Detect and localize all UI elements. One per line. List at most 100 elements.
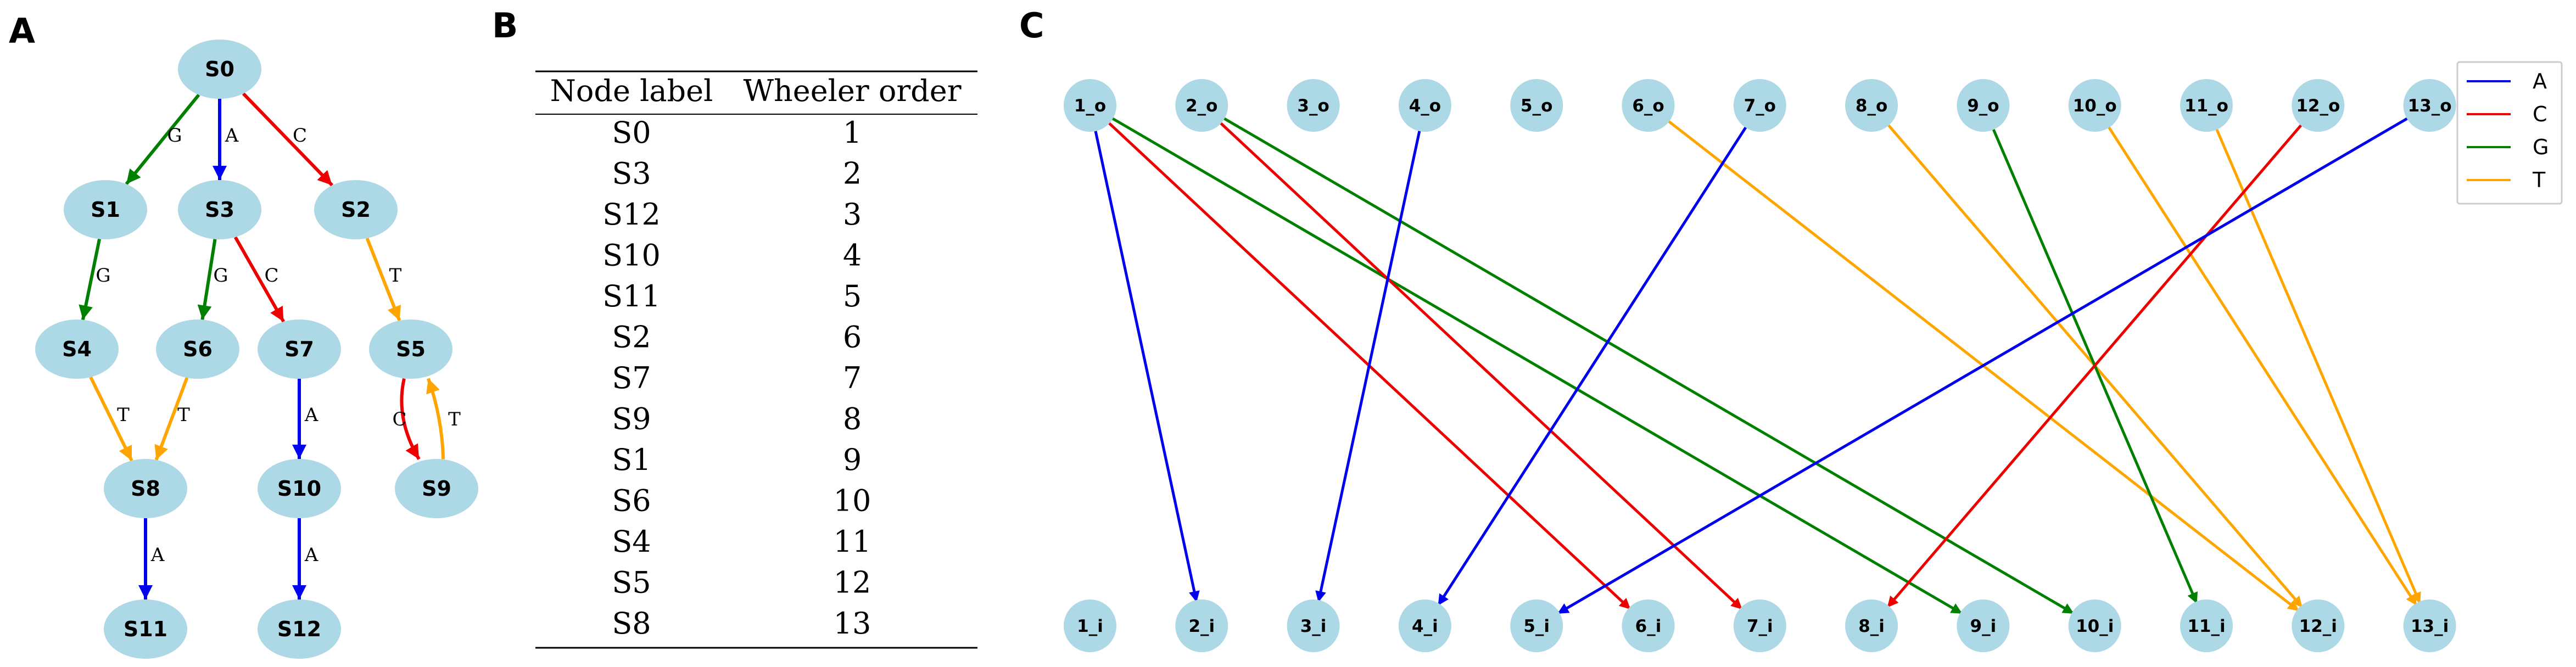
bipartite-node-shape (1287, 79, 1340, 132)
bipartite-node-label: 11_o (2184, 96, 2228, 116)
tree-edge-label: C (293, 125, 307, 147)
tree-edge-line (426, 378, 445, 459)
tree-node-label: S11 (124, 617, 167, 641)
tree-edge-s0-s1: G (125, 93, 200, 186)
tree-edge-label: A (304, 544, 318, 566)
table-cell-node-label: S11 (602, 279, 661, 313)
bipartite-edge-13o-5i (1556, 116, 2410, 615)
legend-entry-a: A (2467, 69, 2547, 93)
tree-edge-label: G (213, 265, 228, 287)
tree-edge-s7-s10: A (292, 379, 318, 459)
tree-node-label: S0 (205, 57, 234, 81)
bipartite-node-shape (1398, 599, 1451, 652)
bipartite-node-6-i: 6_i (1622, 599, 1675, 652)
table-cell-wheeler-order: 7 (843, 361, 862, 395)
tree-node-shape (258, 459, 341, 518)
bipartite-node-label: 10_i (2076, 616, 2114, 636)
tree-edge-s3-s6: G (197, 239, 228, 320)
table-cell-wheeler-order: 5 (843, 279, 862, 313)
tree-node-label: S1 (91, 198, 120, 222)
bipartite-node-5-o: 5_o (1510, 79, 1563, 132)
tree-edge-line (79, 238, 101, 321)
bipartite-node-shape (1287, 599, 1340, 652)
tree-edge-s3-s7: C (233, 236, 286, 323)
tree-edge-s6-s8: T (154, 377, 190, 461)
table-cell-node-label: S2 (612, 320, 651, 355)
bipartite-node-shape (2068, 79, 2121, 132)
bipartite-node-shape (1064, 599, 1116, 652)
bipartite-node-shape (1175, 79, 1228, 132)
bipartite-node-shape (2068, 599, 2121, 652)
table-cell-node-label: S1 (612, 442, 651, 477)
bipartite-node-4-o: 4_o (1398, 79, 1451, 132)
bipartite-edge-1o-9i (1110, 116, 1963, 615)
tree-node-label: S2 (341, 198, 371, 222)
legend-box (2456, 61, 2563, 205)
tree-node-s0: S0 (178, 40, 261, 99)
tree-edge-s9-s5: T (426, 378, 461, 459)
bipartite-node-shape (1510, 599, 1563, 652)
bipartite-node-12-o: 12_o (2292, 79, 2345, 132)
bipartite-node-shape (2292, 599, 2345, 652)
bipartite-node-label: 5_o (1521, 96, 1552, 116)
table-cell-node-label: S10 (602, 238, 661, 273)
tree-edge-line (400, 378, 421, 460)
tree-node-shape (178, 40, 261, 99)
bipartite-node-12-i: 12_i (2292, 599, 2345, 652)
table-row: S4 11 (612, 524, 871, 559)
bipartite-node-1-i: 1_i (1064, 599, 1116, 652)
bipartite-edge-11o-13i (2215, 127, 2422, 604)
tree-edge-line (365, 237, 401, 322)
tree-edge-label: G (167, 125, 182, 147)
tree-node-label: S9 (422, 477, 451, 501)
bipartite-node-4-i: 4_i (1398, 599, 1451, 652)
bipartite-node-label: 13_o (2408, 96, 2452, 116)
table-header-wheeler-order: Wheeler order (743, 74, 961, 108)
tree-node-shape (314, 180, 398, 239)
bipartite-node-shape (2403, 79, 2456, 132)
bipartite-node-label: 6_o (1632, 96, 1664, 116)
tree-node-shape (104, 599, 187, 659)
table-cell-node-label: S8 (612, 606, 651, 641)
bipartite-node-label: 9_i (1970, 616, 1997, 636)
bipartite-node-11-i: 11_i (2180, 599, 2233, 652)
tree-node-s4: S4 (35, 320, 119, 379)
legend-entry-t: T (2467, 168, 2546, 192)
bipartite-edge-2o-7i (1218, 121, 1744, 610)
bipartite-node-1-o: 1_o (1064, 79, 1116, 132)
tree-edge-label: T (177, 404, 190, 426)
tree-node-shape (156, 320, 239, 379)
table-cell-node-label: S9 (612, 402, 651, 436)
tree-node-shape (64, 180, 147, 239)
bipartite-node-shape (1064, 79, 1116, 132)
tree-node-s6: S6 (156, 320, 239, 379)
tree-edge-label: C (392, 408, 406, 430)
table-cell-node-label: S4 (612, 524, 651, 559)
tree-node-s10: S10 (258, 459, 341, 518)
table-cell-wheeler-order: 11 (834, 524, 871, 559)
tree-edge-label: T (389, 265, 402, 287)
tree-node-label: S7 (284, 337, 314, 361)
table-cell-node-label: S12 (602, 197, 661, 232)
tree-node-s11: S11 (104, 599, 187, 659)
bipartite-node-shape (1733, 599, 1786, 652)
bipartite-node-2-o: 2_o (1175, 79, 1228, 132)
bipartite-node-9-o: 9_o (1957, 79, 2010, 132)
bipartite-node-label: 1_o (1074, 96, 1106, 116)
bipartite-node-shape (1398, 79, 1451, 132)
bipartite-node-shape (1845, 79, 1898, 132)
tree-edge-s5-s9: C (392, 378, 421, 460)
bipartite-node-label: 12_i (2299, 616, 2337, 636)
tree-node-shape (395, 459, 478, 518)
bipartite-node-7-o: 7_o (1733, 79, 1786, 132)
bipartite-node-label: 7_i (1747, 616, 1773, 636)
table-cell-wheeler-order: 12 (834, 565, 871, 600)
bipartite-edge-10o-13i (2106, 125, 2418, 607)
